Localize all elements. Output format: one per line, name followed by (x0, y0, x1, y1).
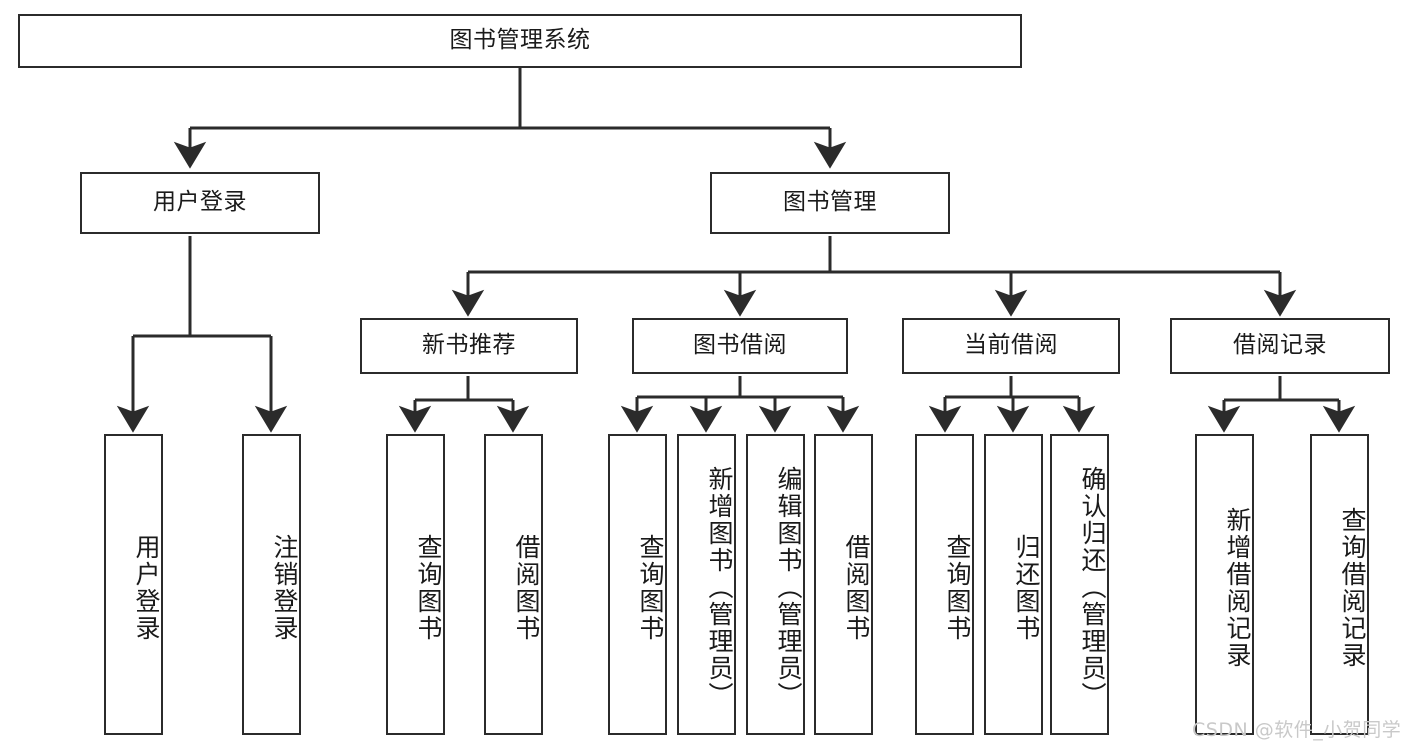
node-leaf-user-login[interactable]: 用户登录 (104, 434, 163, 735)
node-leaf-edit-book-label: 编辑图书（管理员） (774, 466, 803, 709)
node-borrow-record[interactable]: 借阅记录 (1170, 318, 1390, 374)
node-leaf-confirm-return[interactable]: 确认归还（管理员） (1050, 434, 1109, 735)
node-leaf-logout[interactable]: 注销登录 (242, 434, 301, 735)
node-book-manage-label: 图书管理 (783, 189, 877, 216)
node-leaf-user-login-label: 用户登录 (132, 533, 161, 642)
node-leaf-add-book[interactable]: 新增图书（管理员） (677, 434, 736, 735)
node-leaf-logout-label: 注销登录 (270, 533, 299, 642)
node-book-manage[interactable]: 图书管理 (710, 172, 950, 234)
node-current-borrow-label: 当前借阅 (964, 332, 1058, 359)
node-leaf-query-record[interactable]: 查询借阅记录 (1310, 434, 1369, 735)
node-new-book-rec[interactable]: 新书推荐 (360, 318, 578, 374)
node-leaf-query-book-2-label: 查询图书 (636, 533, 665, 642)
node-leaf-query-book-3[interactable]: 查询图书 (915, 434, 974, 735)
node-leaf-query-record-label: 查询借阅记录 (1338, 506, 1367, 669)
node-current-borrow[interactable]: 当前借阅 (902, 318, 1120, 374)
node-user-login[interactable]: 用户登录 (80, 172, 320, 234)
node-leaf-add-record-label: 新增借阅记录 (1223, 506, 1252, 669)
node-leaf-borrow-book-2-label: 借阅图书 (842, 533, 871, 642)
node-borrow-record-label: 借阅记录 (1233, 332, 1327, 359)
node-leaf-query-book-1-label: 查询图书 (414, 533, 443, 642)
watermark: CSDN @软件_小贺同学 (1192, 719, 1402, 741)
node-new-book-rec-label: 新书推荐 (422, 332, 516, 359)
node-leaf-edit-book[interactable]: 编辑图书（管理员） (746, 434, 805, 735)
node-book-borrow-label: 图书借阅 (693, 332, 787, 359)
node-user-login-label: 用户登录 (153, 189, 247, 216)
node-leaf-borrow-book-1-label: 借阅图书 (512, 533, 541, 642)
node-leaf-query-book-1[interactable]: 查询图书 (386, 434, 445, 735)
node-leaf-add-record[interactable]: 新增借阅记录 (1195, 434, 1254, 735)
node-root[interactable]: 图书管理系统 (18, 14, 1022, 68)
node-leaf-query-book-2[interactable]: 查询图书 (608, 434, 667, 735)
node-leaf-borrow-book-1[interactable]: 借阅图书 (484, 434, 543, 735)
node-leaf-return-book[interactable]: 归还图书 (984, 434, 1043, 735)
node-leaf-query-book-3-label: 查询图书 (943, 533, 972, 642)
node-book-borrow[interactable]: 图书借阅 (632, 318, 848, 374)
node-root-label: 图书管理系统 (449, 27, 591, 54)
node-leaf-borrow-book-2[interactable]: 借阅图书 (814, 434, 873, 735)
node-leaf-add-book-label: 新增图书（管理员） (705, 466, 734, 709)
node-leaf-return-book-label: 归还图书 (1012, 533, 1041, 642)
node-leaf-confirm-return-label: 确认归还（管理员） (1078, 466, 1107, 709)
